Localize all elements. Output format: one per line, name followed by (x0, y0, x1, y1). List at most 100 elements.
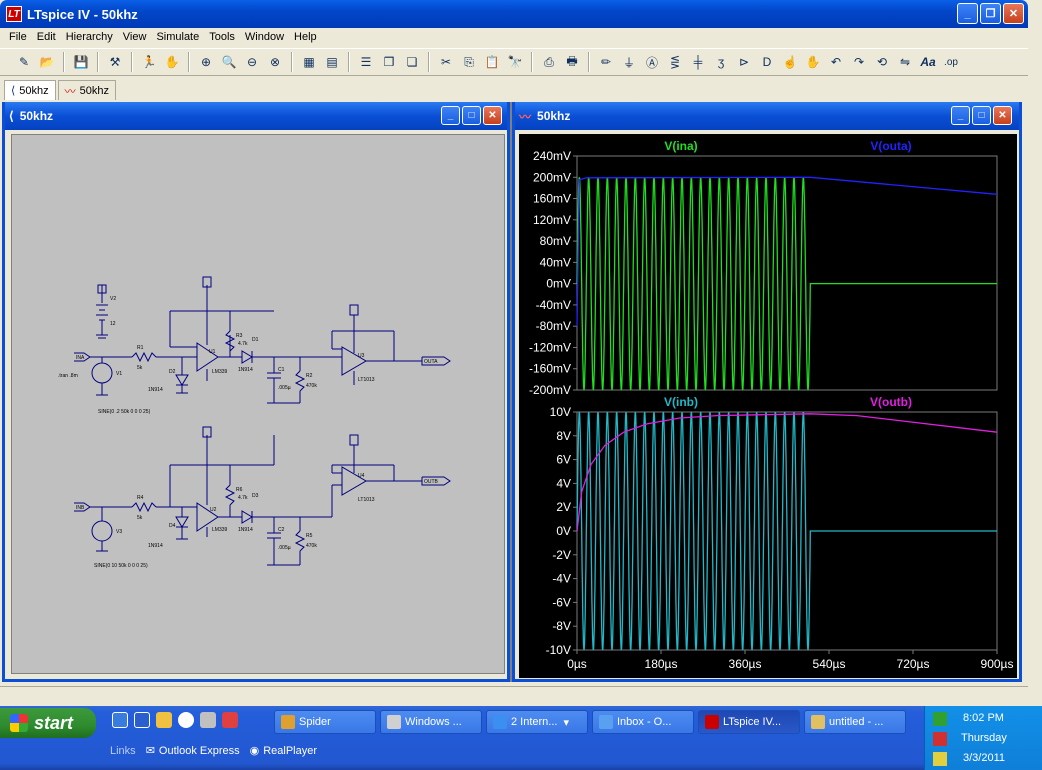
start-button[interactable]: start (0, 708, 96, 738)
tile-horizontal-icon[interactable]: ☰ (360, 55, 372, 69)
waveform-maximize-button[interactable]: □ (972, 106, 991, 125)
pan-icon[interactable]: 🔍 (221, 55, 237, 69)
halt-icon[interactable]: ✋ (164, 55, 180, 69)
text-icon[interactable]: Aa (920, 55, 936, 69)
find-icon[interactable]: 🔭 (507, 55, 523, 69)
waveform-close-button[interactable]: ✕ (993, 106, 1012, 125)
desktop-icon[interactable] (200, 712, 216, 728)
zoom-fit-icon[interactable]: ⊗ (269, 55, 281, 69)
component-icon[interactable]: D (762, 55, 772, 69)
ie-icon[interactable] (112, 712, 128, 728)
series-label: V(inb) (664, 395, 698, 409)
tray-flag-icon[interactable] (933, 732, 947, 746)
link-realplayer[interactable]: ◉RealPlayer (250, 744, 318, 758)
y-tick-label: -2V (552, 548, 571, 562)
tab-schematic-label: 50khz (19, 84, 49, 97)
link-outlook-express[interactable]: ✉Outlook Express (146, 744, 240, 758)
cascade-icon[interactable]: ❒ (383, 55, 395, 69)
resistor-icon[interactable]: ⋚ (669, 55, 681, 69)
move-icon[interactable]: ☝ (782, 55, 798, 69)
x-tick-label: 720µs (897, 657, 930, 671)
label-r2: R2 (306, 373, 313, 379)
label-r1: R1 (137, 345, 144, 351)
capacitor-icon[interactable]: ╪ (693, 55, 703, 69)
save-icon[interactable]: 💾 (73, 55, 89, 69)
copy-icon[interactable]: ⎘ (464, 54, 474, 69)
label-v3: V3 (116, 529, 122, 535)
zoom-out-icon[interactable]: ⊖ (246, 55, 258, 69)
window-title: LTspice IV - 50khz (27, 6, 138, 22)
restore-button[interactable]: ❐ (980, 3, 1001, 24)
link-realplayer-label: RealPlayer (263, 744, 318, 757)
schematic-maximize-button[interactable]: □ (462, 106, 481, 125)
inductor-icon[interactable]: ʒ (717, 55, 725, 69)
title-bar[interactable]: LT LTspice IV - 50khz _ ❐ ✕ (0, 0, 1028, 28)
control-panel-icon[interactable]: ⚒ (109, 55, 121, 69)
menu-file[interactable]: File (9, 31, 27, 43)
tray-user-icon[interactable] (933, 752, 947, 766)
new-schematic-icon[interactable]: ✎ (18, 55, 30, 69)
open-folder-icon[interactable]: 📂 (39, 55, 55, 69)
plot-settings-icon[interactable]: ▤ (326, 55, 338, 69)
ie-alt-icon[interactable] (134, 712, 150, 728)
print-setup-icon[interactable]: ⎙ (544, 54, 554, 69)
label-v2: V2 (110, 296, 116, 302)
chevron-down-icon: ▾ (563, 716, 570, 729)
waveform-minimize-button[interactable]: _ (951, 106, 970, 125)
paste-icon[interactable]: 📋 (484, 55, 500, 69)
menu-simulate[interactable]: Simulate (156, 31, 200, 43)
menu-edit[interactable]: Edit (36, 31, 56, 43)
windows-explorer-icon (387, 715, 401, 729)
paint-icon[interactable] (222, 712, 238, 728)
task-spider[interactable]: Spider (274, 710, 376, 734)
zoom-in-icon[interactable]: ⊕ (200, 55, 212, 69)
drag-icon[interactable]: ✋ (805, 55, 821, 69)
net-label-inb: INB (76, 505, 85, 511)
folder-icon[interactable] (156, 712, 172, 728)
clock-time[interactable]: 8:02 PM (963, 712, 1004, 724)
tab-schematic[interactable]: ⟨ 50khz (4, 80, 56, 100)
autorange-icon[interactable]: ▦ (303, 55, 315, 69)
label-u3-model: LT1013 (358, 377, 375, 383)
redo-icon[interactable]: ↷ (853, 55, 865, 69)
draw-wire-icon[interactable]: ✏ (600, 55, 612, 69)
task-windows[interactable]: Windows ... (380, 710, 482, 734)
menu-window[interactable]: Window (244, 31, 285, 43)
spice-directive-icon[interactable]: .op (944, 56, 958, 68)
task-inbox[interactable]: Inbox - O... (592, 710, 694, 734)
schematic-minimize-button[interactable]: _ (441, 106, 460, 125)
task-windows-label: Windows ... (405, 716, 462, 728)
tray-green-icon[interactable] (933, 712, 947, 726)
media-icon[interactable] (178, 712, 194, 728)
task-ltspice[interactable]: LTspice IV... (698, 710, 800, 734)
tile-vertical-icon[interactable]: ❏ (406, 55, 418, 69)
undo-icon[interactable]: ↶ (830, 55, 842, 69)
task-untitled[interactable]: untitled - ... (804, 710, 906, 734)
waveform-window-title-bar[interactable]: 〰 50khz (515, 102, 1019, 130)
label-r3: R3 (236, 333, 243, 339)
label-u1: U1 (209, 349, 216, 355)
print-icon[interactable]: 🖶 (566, 53, 578, 68)
menu-help[interactable]: Help (294, 31, 317, 43)
run-icon[interactable]: 🏃 (141, 55, 157, 69)
rotate-icon[interactable]: ⟲ (876, 55, 888, 69)
schematic-canvas[interactable]: V2 12 V1 .tran .8m SINE(0 .2 50k 0 0 0 2… (11, 134, 505, 674)
schematic-close-button[interactable]: ✕ (483, 106, 502, 125)
menu-view[interactable]: View (122, 31, 147, 43)
y-tick-label: 4V (556, 476, 571, 490)
cut-icon[interactable]: ✂ (440, 55, 452, 69)
label-net-icon[interactable]: Ⓐ (645, 55, 658, 70)
close-button[interactable]: ✕ (1003, 3, 1024, 24)
menu-tools[interactable]: Tools (209, 31, 235, 43)
tab-waveform[interactable]: 〰 50khz (57, 80, 117, 100)
diode-icon[interactable]: ⊳ (738, 55, 750, 69)
task-internet[interactable]: 2 Intern...▾ (486, 710, 588, 734)
minimize-button[interactable]: _ (957, 3, 978, 24)
mirror-icon[interactable]: ⇋ (899, 55, 911, 69)
waveform-chart: 240mV200mV160mV120mV80mV40mV0mV-40mV-80m… (529, 139, 1014, 671)
schematic-window-title-bar[interactable]: ⟨ 50khz (5, 102, 507, 130)
ground-icon[interactable]: ⏚ (622, 55, 635, 70)
menu-hierarchy[interactable]: Hierarchy (65, 31, 113, 43)
